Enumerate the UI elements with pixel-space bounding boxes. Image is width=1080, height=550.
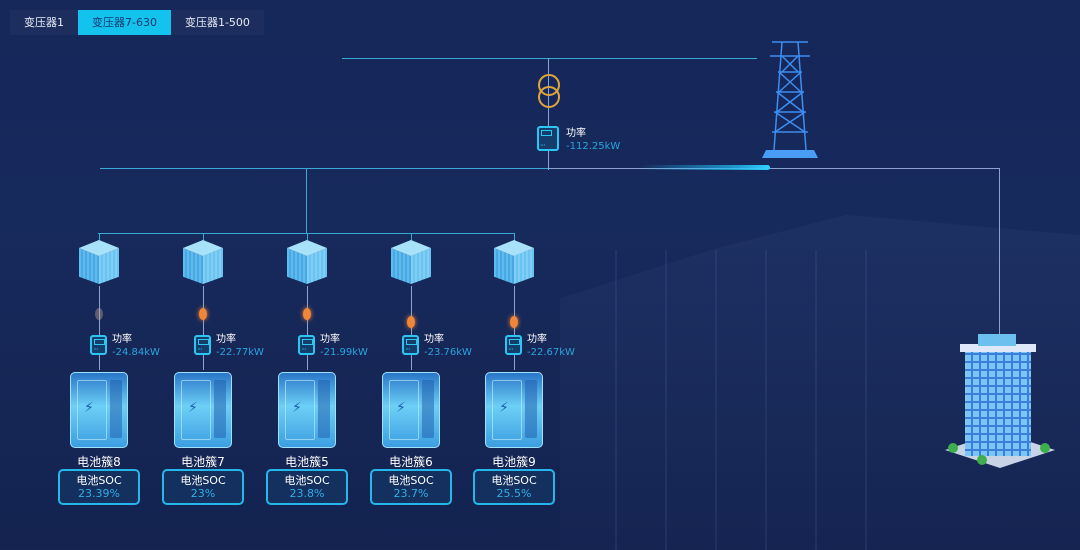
background-stripe <box>715 250 717 550</box>
flow-indicator-dot <box>95 308 103 320</box>
cluster-name: 电池簇7 <box>181 455 225 469</box>
soc-label: 电池SOC <box>76 474 122 487</box>
tab-transformer-1-500[interactable]: 变压器1-500 <box>184 16 250 29</box>
pcs-container-icon <box>388 240 434 286</box>
cluster-power-value: -22.67kW <box>527 347 575 358</box>
main-bus-left <box>100 168 550 169</box>
power-meter-icon <box>402 335 419 355</box>
transformer-tabs: 变压器1 变压器7-630 变压器1-500 <box>10 10 264 35</box>
cluster-drop-line <box>514 233 515 243</box>
pcs-container-icon <box>284 240 330 286</box>
battery-cabinet-icon[interactable]: ⚡ <box>485 368 543 448</box>
cluster-drop-line <box>307 233 308 243</box>
transformer-vertical-line <box>548 58 549 170</box>
soc-card[interactable]: 电池SOC 23% <box>162 469 244 505</box>
battery-cabinet-icon[interactable]: ⚡ <box>70 368 128 448</box>
soc-card[interactable]: 电池SOC 25.5% <box>473 469 555 505</box>
soc-card[interactable]: 电池SOC 23.39% <box>58 469 140 505</box>
power-meter-icon <box>505 335 522 355</box>
main-power-meter-icon <box>537 126 559 151</box>
main-power-value: -112.25kW <box>566 141 621 152</box>
soc-label: 电池SOC <box>180 474 226 487</box>
cluster-power-label: 功率 <box>216 334 236 345</box>
cluster-line <box>307 286 308 370</box>
building-feed-line <box>999 168 1000 338</box>
cluster-name: 电池簇9 <box>492 455 536 469</box>
cluster-power-value: -22.77kW <box>216 347 264 358</box>
cluster-power-label: 功率 <box>527 334 547 345</box>
background-stripe <box>665 250 667 550</box>
soc-card[interactable]: 电池SOC 23.8% <box>266 469 348 505</box>
office-building-icon <box>945 334 1055 468</box>
battery-cabinet-icon[interactable]: ⚡ <box>278 368 336 448</box>
cluster-power-label: 功率 <box>320 334 340 345</box>
pcs-container-icon <box>180 240 226 286</box>
cluster-drop-line <box>411 233 412 243</box>
main-bus-right <box>548 168 1000 169</box>
transformer-icon <box>538 74 560 108</box>
main-power-label: 功率 <box>566 128 586 139</box>
background-stripe <box>815 250 817 550</box>
background-stripe <box>615 250 617 550</box>
soc-value: 23% <box>190 487 216 500</box>
flow-indicator-dot <box>199 308 207 320</box>
soc-card[interactable]: 电池SOC 23.7% <box>370 469 452 505</box>
cluster-name: 电池簇5 <box>285 455 329 469</box>
tab-transformer-7-630[interactable]: 变压器7-630 <box>78 10 171 35</box>
cluster-power-value: -23.76kW <box>424 347 472 358</box>
power-flow-indicator <box>640 165 770 170</box>
soc-value: 25.5% <box>496 487 532 500</box>
cluster-power-label: 功率 <box>112 334 132 345</box>
soc-label: 电池SOC <box>491 474 537 487</box>
soc-value: 23.39% <box>78 487 120 500</box>
power-meter-icon <box>90 335 107 355</box>
cluster-line <box>99 286 100 370</box>
flow-indicator-dot <box>407 316 415 328</box>
cluster-name: 电池簇8 <box>77 455 121 469</box>
cluster-drop-line <box>99 233 100 243</box>
flow-indicator-dot <box>303 308 311 320</box>
tab-transformer-1[interactable]: 变压器1 <box>24 16 64 29</box>
pcs-container-icon <box>76 240 122 286</box>
cluster-line <box>411 286 412 370</box>
cluster-bus <box>98 233 514 234</box>
soc-label: 电池SOC <box>388 474 434 487</box>
cluster-power-value: -24.84kW <box>112 347 160 358</box>
soc-value: 23.8% <box>289 487 325 500</box>
battery-cabinet-icon[interactable]: ⚡ <box>174 368 232 448</box>
soc-label: 电池SOC <box>284 474 330 487</box>
power-meter-icon <box>194 335 211 355</box>
cluster-line <box>203 286 204 370</box>
flow-indicator-dot <box>510 316 518 328</box>
cluster-name: 电池簇6 <box>389 455 433 469</box>
soc-value: 23.7% <box>393 487 429 500</box>
power-meter-icon <box>298 335 315 355</box>
battery-cabinet-icon[interactable]: ⚡ <box>382 368 440 448</box>
cluster-drop-line <box>203 233 204 243</box>
background-stripe <box>865 250 867 550</box>
cluster-power-label: 功率 <box>424 334 444 345</box>
power-tower-icon <box>762 41 818 158</box>
cluster-power-value: -21.99kW <box>320 347 368 358</box>
pcs-container-icon <box>491 240 537 286</box>
cluster-feeder-line <box>306 168 307 234</box>
background-stripe <box>765 250 767 550</box>
cluster-line <box>514 286 515 370</box>
grid-incoming-line <box>342 58 757 59</box>
